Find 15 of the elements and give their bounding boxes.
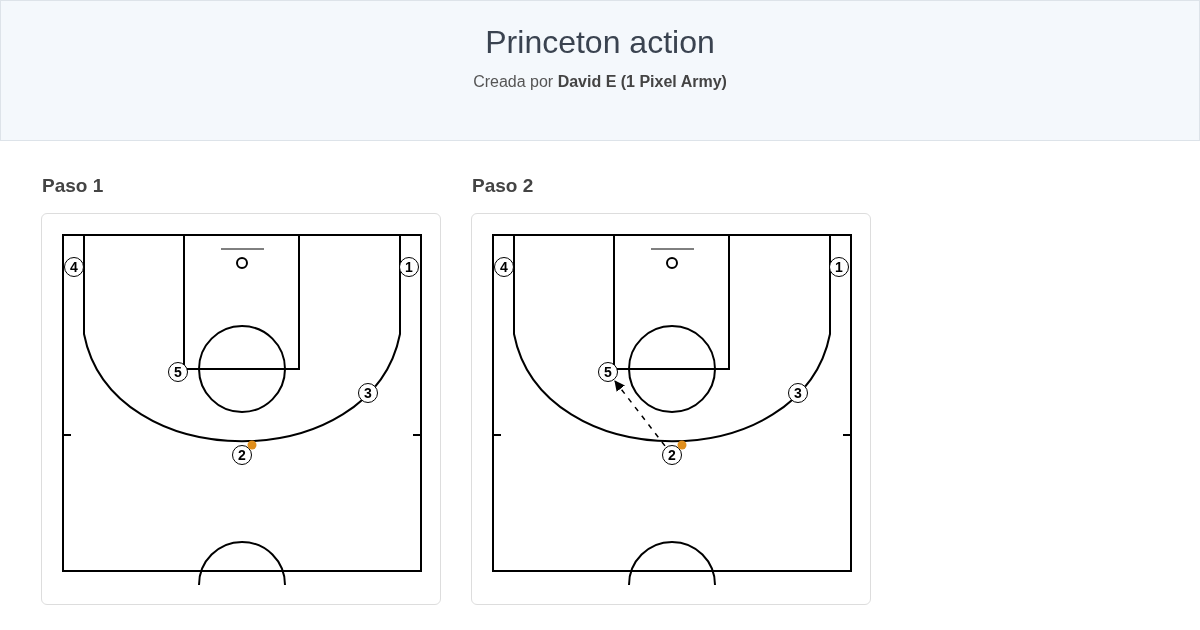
player-marker: 2 — [662, 445, 682, 465]
step-heading: Paso 2 — [472, 175, 534, 197]
step-heading: Paso 1 — [42, 175, 104, 197]
player-marker: 2 — [232, 445, 252, 465]
author-credit: Creada por David E (1 Pixel Army) — [473, 73, 727, 90]
pass-arrow — [614, 380, 666, 447]
player-marker: 3 — [788, 383, 808, 403]
player-marker: 5 — [168, 362, 188, 382]
player-marker: 5 — [598, 362, 618, 382]
player-marker: 4 — [64, 257, 84, 277]
player-marker: 1 — [829, 257, 849, 277]
player-marker: 1 — [399, 257, 419, 277]
page-title: Princeton action — [485, 24, 715, 60]
player-marker: 4 — [494, 257, 514, 277]
player-marker: 3 — [358, 383, 378, 403]
